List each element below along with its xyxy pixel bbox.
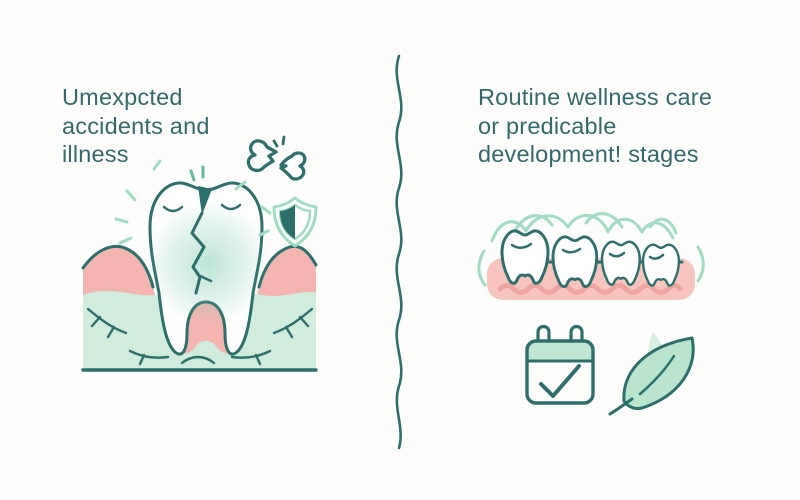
cracked-tooth-icon — [146, 181, 270, 356]
teeth-row-icon — [500, 229, 681, 289]
wellness-illustration — [477, 212, 705, 416]
crack-line — [190, 211, 206, 295]
tooth-3 — [600, 240, 641, 286]
checkmark-icon — [539, 364, 581, 398]
tooth-2 — [551, 235, 599, 289]
right-heading: Routine wellness care or predicable deve… — [478, 83, 712, 169]
sparkle-icon — [114, 159, 272, 245]
shield-icon — [272, 196, 318, 248]
calendar-check-icon — [525, 324, 595, 405]
blood-vessels — [86, 307, 314, 366]
left-heading-line-3: illness — [62, 141, 129, 168]
left-heading: Umexpcted accidents and illness — [62, 83, 210, 169]
left-heading-line-1: Umexpcted — [62, 84, 183, 110]
right-heading-line-3: development! stages — [478, 141, 699, 168]
growth-arcs-icon — [477, 212, 705, 287]
right-heading-line-1: Routine wellness care — [478, 84, 713, 110]
tooth-1 — [500, 229, 550, 285]
tooth-4 — [641, 243, 681, 287]
decay-smudge — [146, 201, 270, 325]
left-heading-line-2: accidents and — [62, 112, 210, 139]
broken-bone-icon — [246, 135, 307, 181]
right-heading-line-2: or predicable — [478, 112, 617, 139]
wavy-divider — [395, 54, 403, 450]
leaf-icon — [608, 332, 695, 416]
cracked-tooth-illustration — [81, 135, 318, 372]
crack-notch — [198, 186, 212, 215]
